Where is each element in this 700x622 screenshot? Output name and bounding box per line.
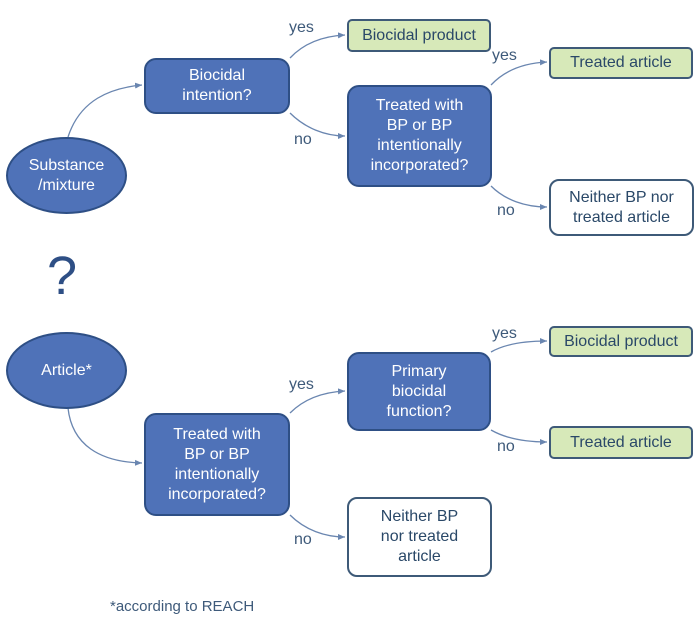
arrow-substance-to-q1 <box>67 82 143 138</box>
label-no: no <box>294 131 312 148</box>
arrow-article-to-q1 <box>67 407 143 466</box>
label-yes: yes <box>289 19 314 36</box>
label-yes: yes <box>289 376 314 393</box>
arrow-q2-no <box>490 185 548 210</box>
start-article: Article* <box>6 332 127 409</box>
decision-treated-with-bp-article: Treated with BP or BP intentionally inco… <box>144 413 290 516</box>
outcome-neither: Neither BP nor treated article <box>347 497 492 577</box>
decision-biocidal-intention: Biocidal intention? <box>144 58 290 114</box>
outcome-treated-article: Treated article <box>549 426 693 459</box>
decision-treated-with-bp: Treated with BP or BP intentionally inco… <box>347 85 492 187</box>
arrow-b-q1-yes <box>289 388 346 414</box>
decision-primary-biocidal-function: Primary biocidal function? <box>347 352 491 431</box>
outcome-biocidal-product: Biocidal product <box>347 19 491 52</box>
label-yes: yes <box>492 47 517 64</box>
label-no: no <box>294 531 312 548</box>
arrow-q1-no <box>289 112 346 139</box>
arrow-q2-yes <box>490 59 548 86</box>
outcome-biocidal-product: Biocidal product <box>549 326 693 357</box>
outcome-treated-article: Treated article <box>549 47 693 79</box>
footnote: *according to REACH <box>110 598 255 615</box>
outcome-neither: Neither BP nor treated article <box>549 179 694 236</box>
arrow-q1-yes <box>289 32 346 59</box>
label-no: no <box>497 202 515 219</box>
label-no: no <box>497 438 515 455</box>
question-mark-separator: ? <box>47 246 78 306</box>
arrow-b-q2-no <box>490 429 548 445</box>
arrow-b-q2-yes <box>490 338 548 353</box>
start-substance-mixture: Substance /mixture <box>6 137 127 214</box>
arrow-b-q1-no <box>289 514 346 540</box>
label-yes: yes <box>492 325 517 342</box>
